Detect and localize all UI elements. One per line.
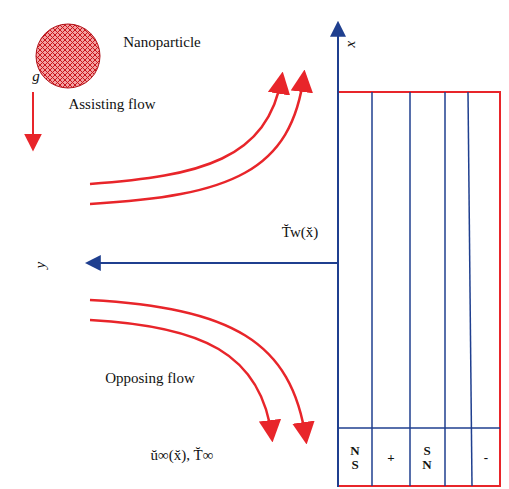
flow-label: Assisting flow bbox=[68, 96, 155, 113]
axis-label: x bbox=[342, 41, 359, 48]
magnet-divider bbox=[338, 427, 500, 429]
flow-label: Opposing flow bbox=[105, 370, 195, 387]
magnet-divider bbox=[371, 92, 373, 486]
magnet-sign: - bbox=[478, 451, 494, 465]
particle-label: Nanoparticle bbox=[123, 34, 200, 51]
streamline bbox=[90, 300, 306, 440]
magnet-divider bbox=[409, 92, 411, 486]
freestream-label: ŭ∞(x̆), T̆∞ bbox=[151, 447, 214, 464]
magnet-divider bbox=[468, 92, 472, 486]
magnet-pole: S N bbox=[419, 444, 435, 473]
magnet-outline bbox=[338, 92, 500, 486]
y-axis bbox=[88, 262, 338, 264]
gravity-arrow bbox=[32, 92, 34, 148]
gravity-label: g bbox=[32, 68, 40, 85]
x-axis bbox=[337, 24, 339, 487]
temperature-label: T̆w(x̆) bbox=[282, 224, 318, 241]
magnet-sign: + bbox=[383, 451, 399, 465]
nanoparticle-circle bbox=[36, 24, 100, 88]
magnet-divider bbox=[444, 92, 446, 486]
streamline bbox=[90, 320, 272, 438]
streamline bbox=[90, 74, 304, 204]
magnet-pole: N S bbox=[347, 444, 363, 473]
axis-label: y bbox=[32, 262, 49, 269]
